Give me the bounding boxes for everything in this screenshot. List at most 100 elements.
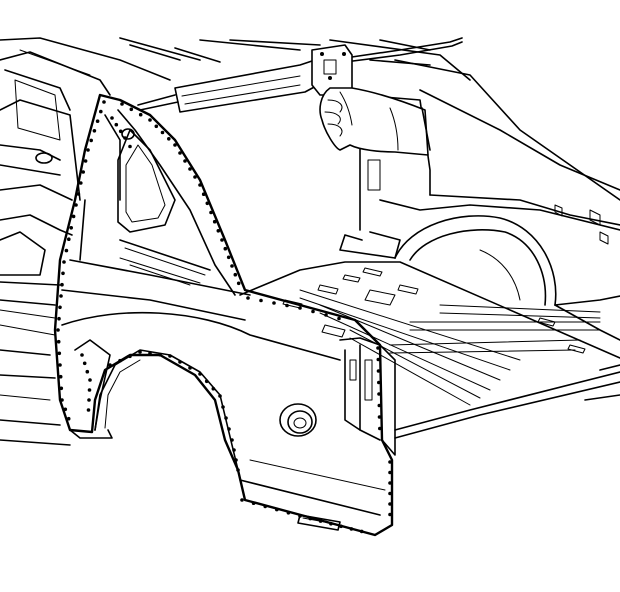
spot-weld-dot bbox=[79, 181, 83, 185]
spot-weld-dot bbox=[193, 175, 197, 179]
spot-weld-dot bbox=[120, 102, 124, 106]
spot-weld-dot bbox=[388, 512, 392, 517]
cab-background bbox=[0, 37, 171, 446]
spot-weld-dot bbox=[329, 521, 333, 526]
spot-weld-dot bbox=[83, 159, 88, 163]
spot-weld-dot bbox=[160, 130, 165, 135]
spot-weld-dot bbox=[81, 170, 85, 174]
spot-weld-locations bbox=[56, 100, 392, 534]
spot-weld-dot bbox=[218, 394, 222, 398]
spot-weld-dot bbox=[128, 354, 132, 359]
spot-weld-dot bbox=[92, 129, 97, 133]
spot-weld-dot bbox=[108, 363, 112, 367]
spot-weld-dot bbox=[221, 405, 225, 409]
spot-weld-dot bbox=[59, 294, 63, 298]
spot-weld-dot bbox=[259, 298, 263, 303]
spot-weld-dot bbox=[376, 357, 381, 362]
spot-weld-dot bbox=[308, 516, 313, 521]
spot-weld-dot bbox=[58, 374, 63, 379]
spot-weld-dot bbox=[337, 316, 341, 321]
spot-weld-dot bbox=[377, 403, 382, 408]
spot-weld-dot bbox=[110, 116, 114, 120]
spot-weld-dot bbox=[223, 246, 228, 251]
spot-weld-dot bbox=[349, 527, 354, 531]
spot-weld-dot bbox=[58, 305, 62, 310]
spot-weld-dot bbox=[60, 398, 64, 402]
spot-weld-dot bbox=[230, 438, 234, 442]
spot-weld-dot bbox=[359, 529, 364, 534]
spot-weld-dot bbox=[158, 352, 162, 357]
spot-weld-dot bbox=[212, 219, 217, 224]
spot-weld-dot bbox=[82, 361, 87, 366]
spot-weld-dot bbox=[129, 107, 134, 112]
spot-weld-dot bbox=[234, 458, 238, 462]
spot-weld-dot bbox=[376, 346, 380, 350]
spot-weld-dot bbox=[318, 519, 323, 523]
spot-weld-dot bbox=[178, 360, 182, 364]
quarter-panel bbox=[53, 93, 396, 537]
cab-roof-lines bbox=[119, 37, 471, 81]
spot-weld-dot bbox=[178, 151, 182, 155]
spot-weld-dot bbox=[88, 378, 92, 382]
spot-weld-dot bbox=[56, 328, 60, 332]
spot-weld-dot bbox=[114, 122, 119, 127]
spot-weld-dot bbox=[183, 159, 187, 163]
spot-weld-dot bbox=[95, 119, 100, 123]
spot-weld-dot bbox=[209, 210, 213, 215]
spot-weld-dot bbox=[324, 313, 328, 317]
spot-weld-dot bbox=[377, 380, 381, 385]
spot-weld-dot bbox=[56, 339, 61, 344]
spot-weld-dot bbox=[87, 388, 92, 392]
spot-weld-dot bbox=[167, 137, 171, 141]
spot-weld-dot bbox=[138, 350, 142, 354]
spot-weld-dot bbox=[230, 264, 234, 268]
spot-weld-dot bbox=[388, 491, 392, 496]
spot-weld-dot bbox=[123, 136, 127, 140]
spot-weld-dot bbox=[86, 148, 90, 152]
spot-weld-dot bbox=[85, 369, 90, 374]
spot-weld-dot bbox=[173, 143, 177, 147]
spot-weld-dot bbox=[272, 301, 276, 305]
spot-weld-dot bbox=[201, 192, 206, 196]
spot-weld-dot bbox=[198, 183, 202, 187]
spot-weld-dot bbox=[236, 468, 240, 472]
spot-weld-dot bbox=[188, 366, 192, 370]
spot-weld-dot bbox=[298, 514, 302, 518]
spot-weld-dot bbox=[227, 427, 231, 431]
spot-weld-dot bbox=[378, 426, 382, 431]
pickup-box bbox=[239, 59, 620, 439]
spot-weld-dot bbox=[64, 248, 69, 253]
spot-weld-dot bbox=[240, 498, 244, 502]
spot-weld-dot bbox=[154, 124, 159, 129]
spot-weld-dot bbox=[63, 407, 68, 412]
spot-weld-dot bbox=[286, 511, 291, 515]
spot-weld-dot bbox=[216, 229, 221, 233]
spot-weld-dot bbox=[76, 192, 81, 196]
spot-weld-dot bbox=[211, 386, 216, 391]
spot-weld-dot bbox=[69, 226, 73, 230]
spot-weld-dot bbox=[80, 353, 84, 357]
spot-weld-dot bbox=[388, 502, 392, 506]
spot-weld-dot bbox=[99, 109, 103, 114]
spot-weld-dot bbox=[263, 504, 268, 509]
spot-weld-dot bbox=[59, 386, 64, 391]
spot-weld-dot bbox=[67, 237, 71, 241]
spot-weld-dot bbox=[285, 303, 289, 308]
spot-weld-dot bbox=[205, 201, 210, 206]
spot-weld-dot bbox=[148, 118, 152, 122]
spot-weld-dot bbox=[128, 144, 132, 149]
spot-weld-dot bbox=[198, 372, 202, 376]
spot-weld-dot bbox=[377, 415, 382, 419]
spot-weld-dot bbox=[298, 306, 302, 310]
gloved-hand-icon bbox=[319, 87, 431, 156]
spot-weld-dot bbox=[376, 369, 381, 373]
spot-weld-dot bbox=[168, 354, 172, 358]
spot-weld-dot bbox=[232, 448, 236, 452]
spot-weld-dot bbox=[138, 112, 143, 117]
spot-weld-dot bbox=[58, 363, 62, 367]
spot-weld-dot bbox=[87, 398, 91, 402]
spot-weld-dot bbox=[89, 138, 93, 143]
spot-weld-dot bbox=[236, 281, 241, 286]
